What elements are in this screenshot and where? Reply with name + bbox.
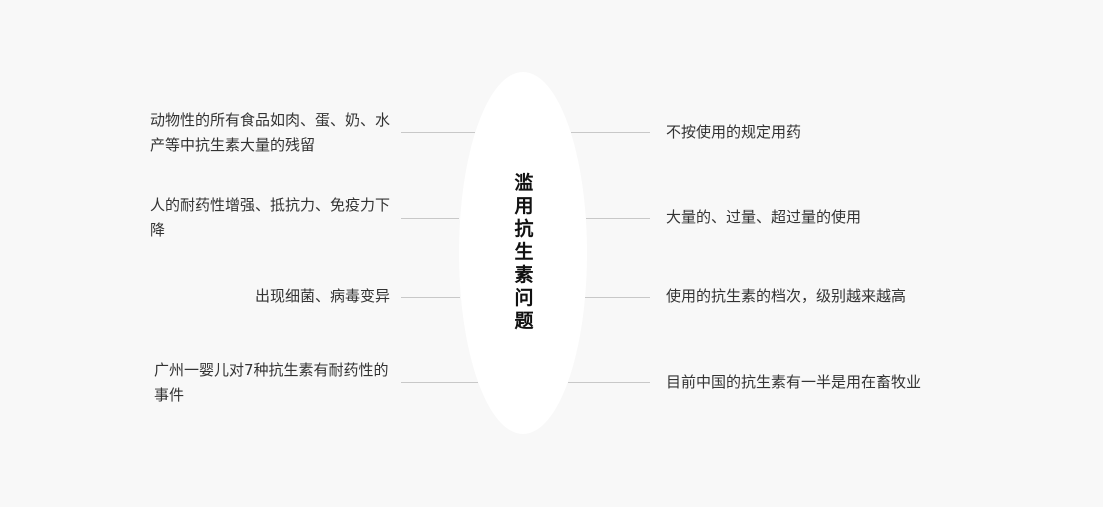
right-connector-1 [571,132,650,133]
left-item-4: 广州一婴儿对7种抗生素有耐药性的事件 [154,361,389,404]
left-item-1: 动物性的所有食品如肉、蛋、奶、水产等中抗生素大量的残留 [150,111,391,154]
right-connector-2 [586,218,650,219]
center-node [459,72,587,434]
center-title: 滥用抗生素问题 [514,172,534,332]
left-item-2: 人的耐药性增强、抵抗力、免疫力下降 [150,196,391,239]
left-connector-1 [401,132,475,133]
left-connector-4 [401,382,478,383]
right-item-1: 不按使用的规定用药 [666,123,802,141]
left-connector-2 [401,218,459,219]
right-connector-4 [568,382,650,383]
left-item-3: 出现细菌、病毒变异 [254,287,390,305]
right-item-4: 目前中国的抗生素有一半是用在畜牧业 [666,373,922,391]
left-connector-3 [401,297,460,298]
right-connector-3 [585,297,650,298]
right-item-3: 使用的抗生素的档次，级别越来越高 [666,287,907,305]
right-item-2: 大量的、过量、超过量的使用 [666,208,862,226]
